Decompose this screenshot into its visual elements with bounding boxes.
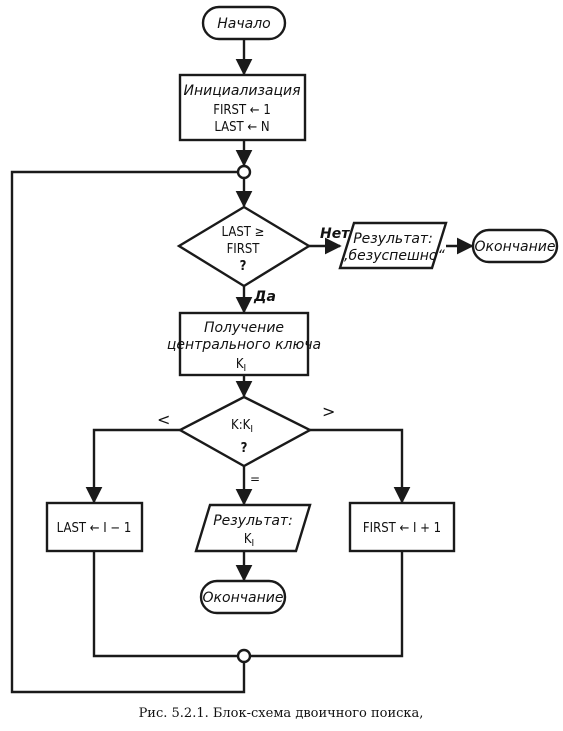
result-found-line1: Результат: <box>213 513 293 529</box>
decision2-line1: K:KI <box>231 418 253 435</box>
start-terminal-label: Начало <box>217 16 270 32</box>
decision2-question: ? <box>241 441 248 456</box>
set-last-label: LAST ← I − 1 <box>57 521 132 536</box>
connector-lines <box>10 40 474 694</box>
figure-caption: Рис. 5.2.1. Блок-схема двоичного поиска, <box>139 706 424 721</box>
decision1-line1: LAST ≥ <box>222 225 265 240</box>
end-terminal-fail: Окончание <box>471 228 559 264</box>
result-fail-line2: „безуспешно“ <box>341 248 445 264</box>
init-title: Инициализация <box>183 83 300 99</box>
decision1-line2: FIRST <box>227 242 261 257</box>
set-first-label: FIRST ← I + 1 <box>363 521 441 536</box>
loop-junction-bottom <box>236 648 252 664</box>
loop-junction-top <box>236 164 252 180</box>
init-block: Инициализация FIRST ← 1 LAST ← N <box>178 73 307 142</box>
result-fail-line1: Результат: <box>353 231 433 247</box>
label-less: < <box>157 410 170 429</box>
end-terminal-found: Окончание <box>199 579 287 615</box>
label-greater: > <box>322 402 335 421</box>
start-terminal: Начало <box>201 5 287 41</box>
midkey-block: Получение центрального ключа KI <box>167 311 321 377</box>
init-last: LAST ← N <box>214 120 269 135</box>
decision-compare-key: K:KI ? <box>177 395 313 468</box>
init-first: FIRST ← 1 <box>213 103 271 118</box>
midkey-line1: Получение <box>204 320 284 336</box>
decision-last-ge-first: LAST ≥ FIRST ? <box>176 205 312 288</box>
midkey-line2: центрального ключа <box>167 337 321 353</box>
label-no: Нет <box>320 226 350 242</box>
result-found-line2: KI <box>244 532 254 549</box>
label-yes: Да <box>253 289 276 305</box>
result-fail-block: Результат: „безуспешно“ <box>338 221 448 270</box>
result-found-block: Результат: KI <box>194 503 312 553</box>
end-terminal-found-label: Окончание <box>203 590 284 606</box>
midkey-line3: KI <box>236 357 246 374</box>
set-first-block: FIRST ← I + 1 <box>348 501 456 553</box>
decision1-question: ? <box>240 259 247 274</box>
label-equal: = <box>250 472 260 486</box>
set-last-block: LAST ← I − 1 <box>45 501 144 553</box>
end-terminal-fail-label: Окончание <box>475 239 556 255</box>
